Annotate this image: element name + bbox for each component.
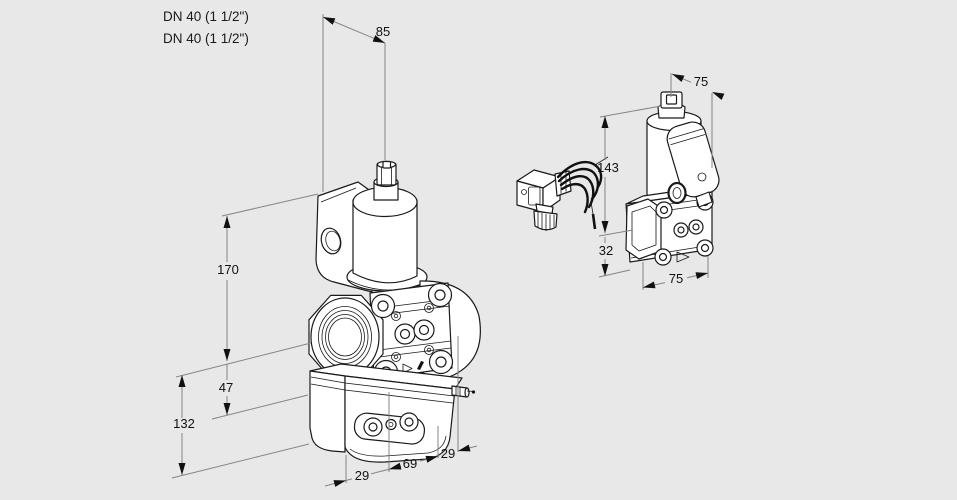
connection-label-line1: DN 40 (1 1/2") xyxy=(163,9,249,24)
dim-47-label: 47 xyxy=(219,380,233,395)
adjustment-cap xyxy=(373,160,399,201)
dim-170-label: 170 xyxy=(217,262,239,277)
pressure-test-ports xyxy=(394,319,435,345)
main-valve-view xyxy=(308,160,481,463)
dim-32-label: 32 xyxy=(599,243,613,258)
regulator-block xyxy=(309,363,476,463)
dim-75-top-label: 75 xyxy=(694,74,708,89)
cable-plug-illustration xyxy=(516,156,609,231)
connection-size-labels: DN 40 (1 1/2") DN 40 (1 1/2") xyxy=(163,9,249,46)
plug-screw xyxy=(521,189,527,195)
flange-bolts xyxy=(370,282,454,385)
side-valve-view xyxy=(625,91,720,266)
conduit-hole xyxy=(667,181,687,205)
flow-direction-arrow xyxy=(402,363,413,374)
connection-label-line2: DN 40 (1 1/2") xyxy=(163,31,249,46)
side-flow-arrow xyxy=(676,251,690,263)
electrical-cover-flap xyxy=(666,121,720,208)
side-view-dimensions: 75 143 32 75 xyxy=(597,73,725,290)
side-adjustment-cap xyxy=(657,91,686,119)
dim-29-left-label: 29 xyxy=(355,468,369,483)
vent-nipple xyxy=(451,385,476,398)
dim-75-bottom-label: 75 xyxy=(669,271,683,286)
cable-gland xyxy=(533,210,558,231)
bracket-hole xyxy=(320,227,342,255)
solenoid-body xyxy=(352,199,418,284)
panel-screws xyxy=(391,303,434,362)
dim-85-label: 85 xyxy=(376,24,390,39)
type-mark xyxy=(417,361,424,370)
dim-143-label: 143 xyxy=(597,160,619,175)
threaded-inlet-port xyxy=(310,297,380,377)
main-view-dimensions: 85 170 47 132 29 69 29 xyxy=(171,14,478,487)
dim-29-right-label: 29 xyxy=(441,446,455,461)
cable-wires xyxy=(556,156,609,230)
dim-69-label: 69 xyxy=(403,456,417,471)
dim-132-label: 132 xyxy=(173,416,195,431)
plug-recess xyxy=(528,186,541,206)
